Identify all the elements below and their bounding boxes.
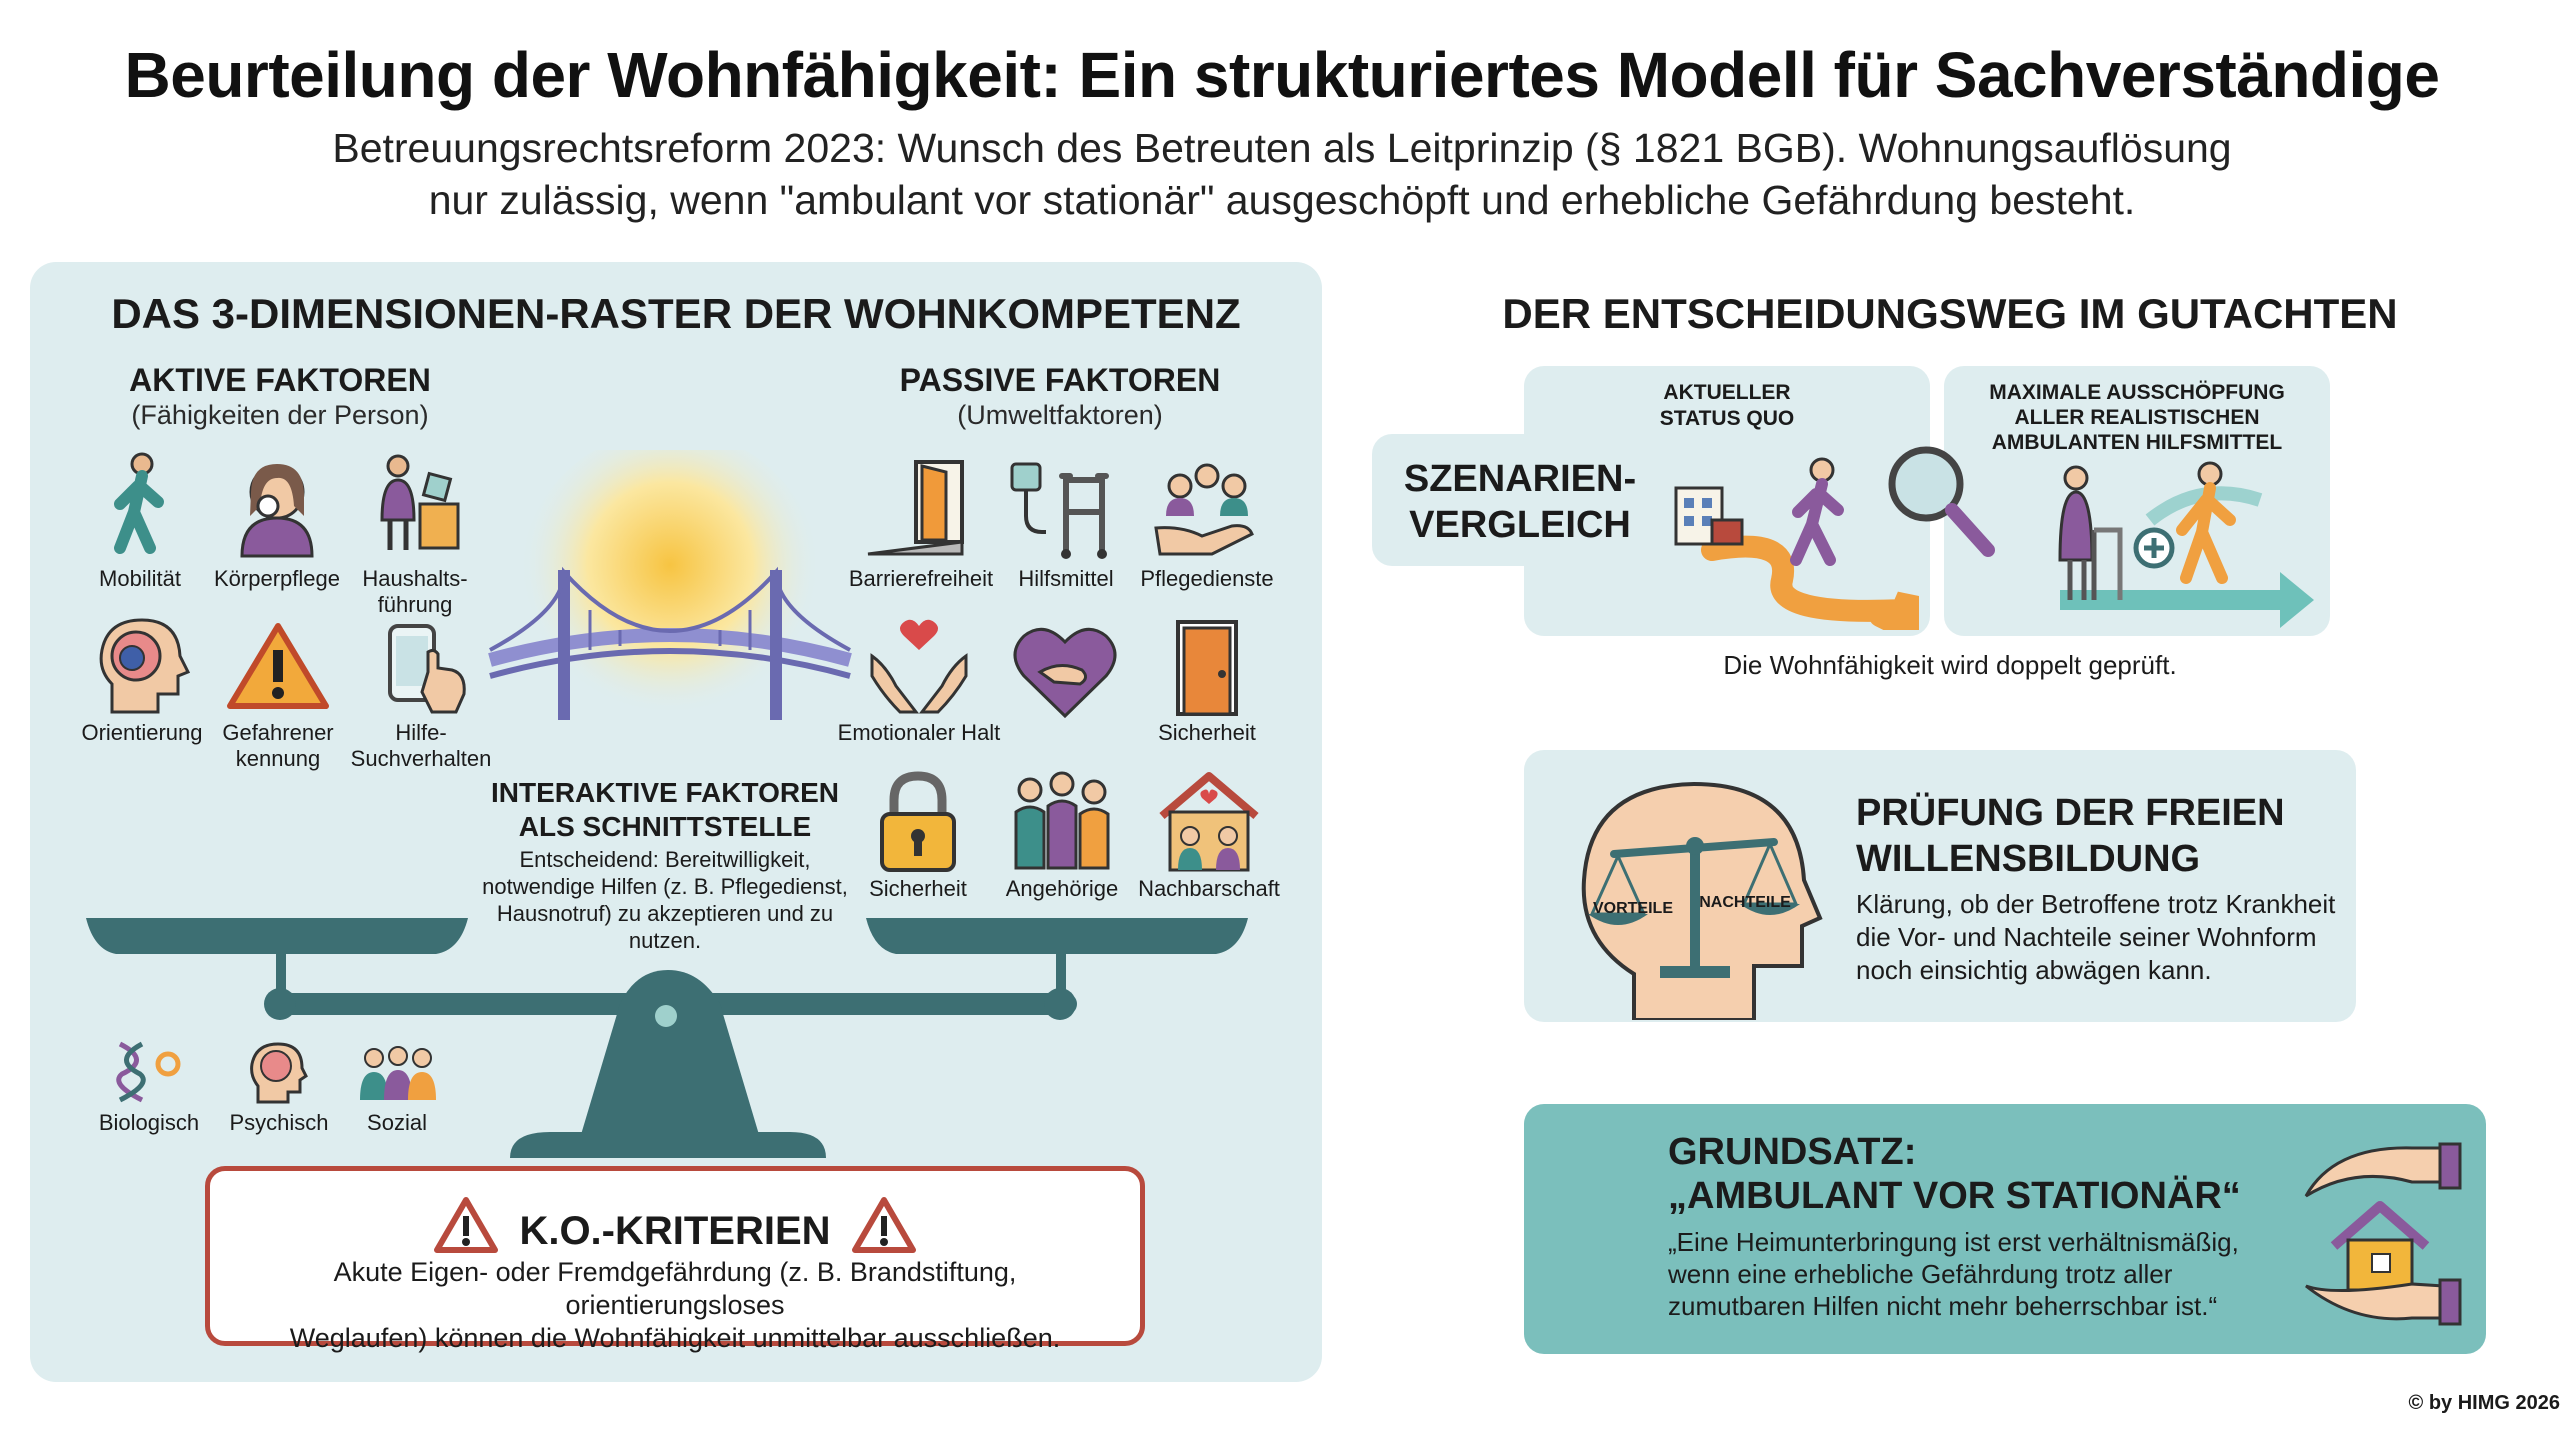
orientation-label: Orientierung: [81, 720, 203, 745]
mobility-item: [90, 450, 190, 560]
passive-factors-heading: PASSIVE FAKTOREN: [899, 362, 1221, 398]
care-services-label: Pflegedienste: [1140, 566, 1274, 591]
household-label: Haushalts-führung: [362, 566, 468, 617]
bridge-icon: [488, 450, 852, 730]
neighborhood-label: Nachbarschaft: [1138, 876, 1280, 901]
mobility-label: Mobilität: [99, 566, 181, 591]
safety-door-label: Sicherheit: [1158, 720, 1256, 745]
active-factors-subheading: (Fähigkeiten der Person): [131, 400, 429, 430]
brain-head-icon: [99, 618, 191, 714]
head-brain-icon: [250, 1042, 308, 1104]
heart-hands-icon: [870, 619, 968, 714]
safety-lock-item: [876, 770, 960, 874]
help-seeking-item: [376, 616, 476, 716]
ambulant-maximum-heading: MAXIMALE AUSSCHÖPFUNG ALLER REALISTISCHE…: [1989, 381, 2285, 454]
face-care-icon: [240, 464, 314, 558]
household-icon: [380, 454, 460, 550]
accessibility-item: [862, 456, 978, 560]
competence-grid-title: DAS 3-DIMENSIONEN-RASTER DER WOHNKOMPETE…: [111, 290, 1241, 337]
person-magnifier-icon: [1674, 446, 1995, 630]
heart-hug-icon: [1013, 627, 1117, 719]
interactive-factors-heading: INTERAKTIVE FAKTOREN ALS SCHNITTSTELLE: [491, 777, 839, 842]
walker-icon: [1010, 462, 1109, 559]
ko-criteria-title: K.O.-KRITERIEN: [205, 1196, 1145, 1254]
care-hand-icon: [1154, 463, 1254, 556]
copyright-notice: © by HIMG 2026: [2408, 1392, 2560, 1414]
emotional-support-label: Emotionaler Halt: [837, 720, 1001, 745]
status-quo-illustration: [1672, 440, 2002, 630]
decision-path-title: DER ENTSCHEIDUNGSWEG IM GUTACHTEN: [1502, 290, 2398, 337]
biological-label: Biologisch: [98, 1110, 200, 1135]
phone-hand-icon: [388, 624, 466, 714]
scenario-comparison-box: [1372, 434, 1672, 566]
dna-icon: [116, 1041, 181, 1103]
balance-scale-icon: [86, 918, 1248, 1158]
scenario-comparison-label: SZENARIEN- VERGLEICH: [1403, 458, 1637, 546]
warning-icon: [227, 623, 329, 709]
orientation-item: [92, 614, 192, 714]
subtitle-line-1: Betreuungsrechtsreform 2023: Wunsch des …: [332, 125, 2232, 171]
page-subtitle: Betreuungsrechtsreform 2023: Wunsch des …: [282, 122, 2282, 226]
emotional-support-item: [866, 616, 972, 716]
ramp-door-icon: [867, 460, 964, 556]
family-icon: [1014, 771, 1110, 870]
principle-heading: GRUNDSATZ: „AMBULANT VOR STATIONÄR“: [1668, 1131, 2241, 1217]
social-label: Sozial: [367, 1110, 427, 1135]
disadvantages-label: NACHTEILE: [1699, 894, 1791, 911]
subtitle-line-2: nur zulässig, wenn "ambulant vor station…: [428, 177, 2136, 223]
principle-text: „Eine Heimunterbringung ist erst verhält…: [1668, 1227, 2239, 1321]
social-item: [356, 1044, 440, 1104]
balance-scale-illustration: [80, 908, 1280, 1168]
household-item: [368, 450, 468, 560]
passive-factors-subheading: (Umweltfaktoren): [957, 400, 1163, 430]
house-hands-icon: [2304, 1142, 2462, 1326]
neighborhood-item: [1156, 770, 1262, 874]
ko-criteria-box: [205, 1166, 1145, 1346]
ko-criteria-text: Akute Eigen- oder Fremdgefährdung (z. B.…: [289, 1257, 1061, 1353]
house-people-icon: [1159, 772, 1259, 872]
aids-item: [1006, 456, 1126, 560]
ko-criteria-title-text: K.O.-KRITERIEN: [519, 1209, 831, 1253]
advantages-label: VORTEILE: [1592, 900, 1673, 917]
page-title: Beurteilung der Wohnfähigkeit: Ein struk…: [124, 39, 2440, 111]
safety-door-item: [1172, 618, 1242, 718]
hazard-recognition-item: [226, 620, 330, 710]
status-quo-heading: AKTUELLER STATUS QUO: [1659, 381, 1795, 430]
principle-box: [1524, 1104, 2486, 1354]
group-icon: [360, 1046, 436, 1100]
psychological-label: Psychisch: [229, 1110, 329, 1135]
warning-icon: [434, 1197, 499, 1253]
aids-label: Hilfsmittel: [1018, 566, 1114, 591]
ambulant-illustration: [2030, 460, 2320, 630]
care-services-item: [1152, 456, 1262, 560]
free-will-illustration: [1574, 770, 1824, 1020]
door-icon: [1176, 620, 1238, 716]
walking-person-icon: [114, 452, 164, 554]
double-check-note: Die Wohnfähigkeit wird doppelt geprüft.: [1723, 650, 2177, 680]
head-scale-icon: [1581, 781, 1823, 1020]
padlock-icon: [880, 771, 956, 872]
safety-lock-label: Sicherheit: [869, 876, 967, 901]
accessibility-label: Barrierefreiheit: [848, 566, 994, 591]
free-will-heading: PRÜFUNG DER FREIEN WILLENSBILDUNG: [1856, 792, 2285, 880]
body-care-label: Körperpflege: [214, 566, 340, 591]
emotional-hug-item: [1010, 620, 1120, 720]
psychological-item: [248, 1040, 308, 1104]
relatives-label: Angehörige: [1005, 876, 1119, 901]
principle-illustration: [2294, 1136, 2464, 1326]
body-care-item: [222, 456, 332, 560]
relatives-item: [1004, 770, 1120, 874]
biological-item: [112, 1040, 182, 1104]
active-factors-heading: AKTIVE FAKTOREN: [129, 362, 431, 398]
bridge-illustration: [480, 450, 860, 750]
free-will-text: Klärung, ob der Betroffene trotz Krankhe…: [1856, 889, 2336, 985]
warning-icon: [851, 1197, 916, 1253]
interactive-factors-text: Entscheidend: Bereitwilligkeit, notwendi…: [482, 847, 848, 953]
help-seeking-label: Hilfe-Suchverhalten: [350, 720, 492, 771]
people-walker-arrow-icon: [2058, 461, 2314, 628]
